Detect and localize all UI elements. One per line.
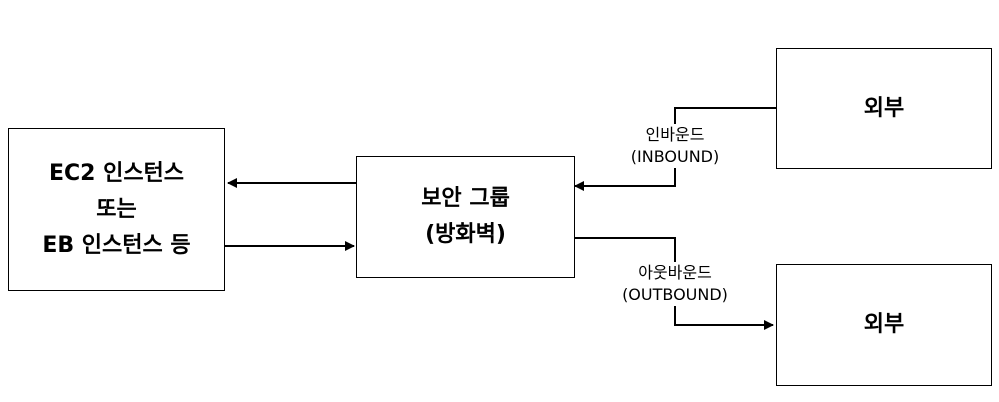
inbound-label: 인바운드 (INBOUND): [612, 124, 738, 168]
security-group-box: 보안 그룹 (방화벽): [356, 156, 575, 278]
outbound-label-line-2: (OUTBOUND): [622, 285, 728, 304]
outbound-label: 아웃바운드 (OUTBOUND): [600, 262, 750, 306]
security-group-line-1: 보안 그룹: [421, 186, 510, 211]
security-group-line-2: (방화벽): [425, 222, 506, 247]
ec2-line-2: 또는: [96, 196, 137, 222]
inbound-label-line-2: (INBOUND): [630, 147, 720, 166]
ec2-line-3: EB 인스턴스 등: [42, 232, 191, 258]
external-box-bottom: 외부: [776, 264, 992, 386]
ec2-instance-box: EC2 인스턴스 또는 EB 인스턴스 등: [8, 128, 225, 291]
external-bottom-label: 외부: [863, 312, 905, 337]
external-box-top: 외부: [776, 48, 992, 169]
outbound-label-line-1: 아웃바운드: [638, 263, 712, 282]
ec2-line-1: EC2 인스턴스: [48, 160, 185, 186]
inbound-label-line-1: 인바운드: [645, 125, 705, 144]
external-top-label: 외부: [863, 95, 905, 121]
